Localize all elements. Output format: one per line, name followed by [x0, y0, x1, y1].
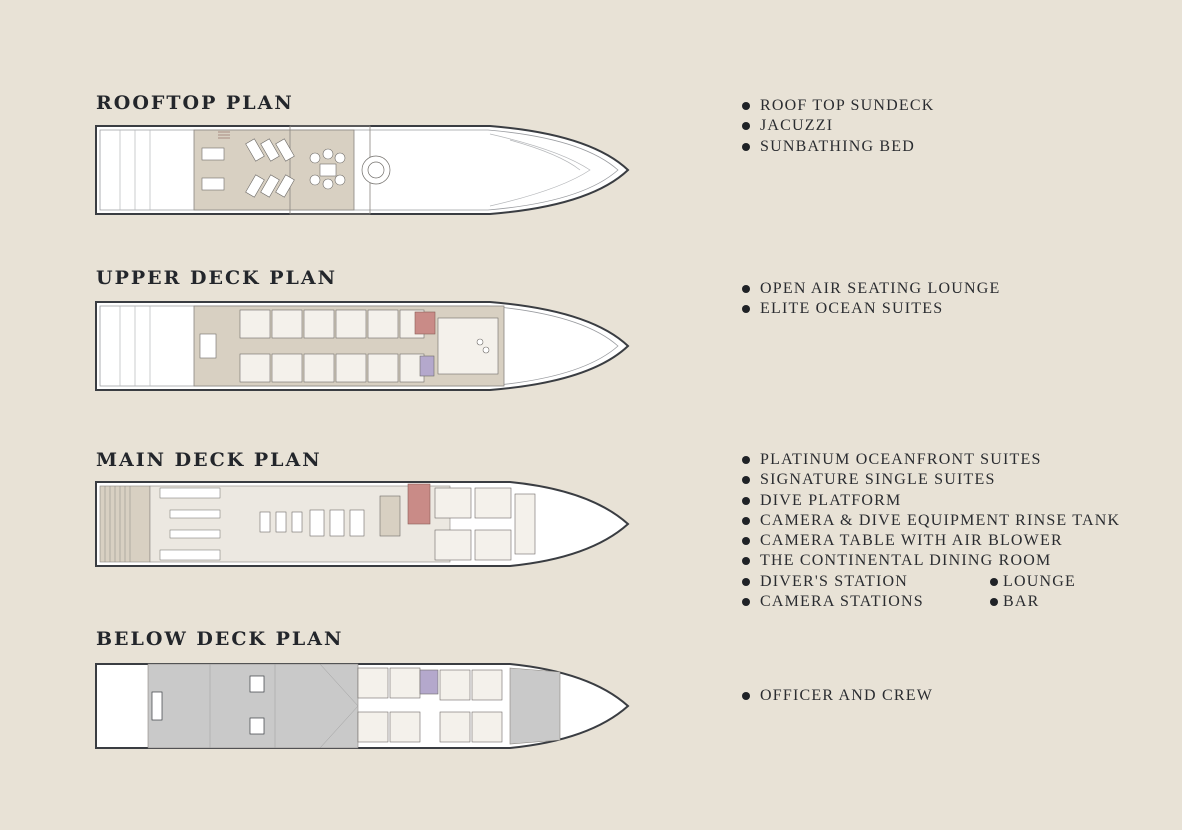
engines — [151, 675, 265, 735]
bullet-icon — [742, 516, 750, 525]
service-room — [419, 355, 435, 377]
stairs — [218, 131, 230, 139]
feature-item: ROOF TOP SUNDECK — [742, 96, 935, 116]
feature-item: CAMERA & DIVE EQUIPMENT RINSE TANK — [742, 511, 1120, 531]
jacuzzi — [361, 155, 391, 185]
bridge-area — [437, 317, 499, 375]
dining-tables — [259, 509, 365, 537]
dive-platform-lines — [104, 486, 131, 562]
bullet-icon — [742, 305, 750, 314]
feature-item: PLATINUM OCEANFRONT SUITES — [742, 450, 1120, 470]
platinum-suites — [434, 487, 536, 561]
diver-stations — [159, 487, 221, 561]
hull-inner-line — [99, 129, 619, 211]
bullet-icon — [990, 598, 998, 607]
feature-item: SIGNATURE SINGLE SUITES — [742, 470, 1120, 490]
feature-item: ELITE OCEAN SUITES — [742, 299, 1000, 319]
feature-item: DIVER'S STATION — [742, 572, 1120, 592]
main-deck-plan-title: MAIN DECK PLAN — [96, 449, 322, 471]
upper-deck-plan-diagram — [95, 301, 630, 391]
bullet-icon — [742, 102, 750, 110]
upper-deck-plan-title: UPPER DECK PLAN — [96, 267, 337, 289]
bullet-icon — [742, 456, 750, 464]
upper-deck-features: OPEN AIR SEATING LOUNGE ELITE OCEAN SUIT… — [742, 279, 1000, 320]
feature-item: CAMERA STATIONS — [742, 592, 1120, 612]
feature-item: OPEN AIR SEATING LOUNGE — [742, 279, 1000, 299]
engine-room-lines — [209, 663, 359, 749]
suite-cabins — [239, 309, 425, 383]
bullet-icon — [742, 537, 750, 546]
feature-item: OFFICER AND CREW — [742, 686, 933, 706]
bullet-icon — [742, 476, 750, 485]
bar-counter — [379, 495, 401, 537]
bullet-icon — [742, 598, 750, 607]
hull-inner-line — [99, 305, 619, 387]
open-air-seating — [199, 333, 490, 359]
feature-item: DIVE PLATFORM — [742, 491, 1120, 511]
feature-item: JACUZZI — [742, 116, 935, 136]
below-deck-plan-title: BELOW DECK PLAN — [96, 628, 344, 650]
bullet-icon — [990, 578, 998, 586]
main-deck-features-col2: LOUNGE BAR — [990, 572, 1076, 613]
rooftop-plan-title: ROOFTOP PLAN — [96, 92, 294, 114]
crew-stair — [419, 669, 439, 695]
feature-item: THE CONTINENTAL DINING ROOM — [742, 551, 1120, 571]
stair-area — [414, 311, 436, 335]
main-deck-features: PLATINUM OCEANFRONT SUITES SIGNATURE SIN… — [742, 450, 1120, 612]
bullet-icon — [742, 496, 750, 505]
below-deck-features: OFFICER AND CREW — [742, 686, 933, 706]
bullet-icon — [742, 122, 750, 131]
feature-item: BAR — [990, 592, 1076, 612]
below-deck-plan-diagram — [95, 663, 630, 749]
bullet-icon — [742, 142, 750, 151]
forepeak — [509, 667, 561, 745]
lounge-seating — [309, 148, 346, 190]
sunbathing-beds — [201, 138, 295, 198]
bullet-icon — [742, 577, 750, 586]
bullet-icon — [742, 285, 750, 293]
main-deck-plan-diagram — [95, 481, 630, 567]
bow-lines — [489, 133, 591, 207]
rooftop-features: ROOF TOP SUNDECK JACUZZI SUNBATHING BED — [742, 96, 935, 157]
bullet-icon — [742, 557, 750, 566]
stern-lines — [119, 306, 151, 386]
feature-item: SUNBATHING BED — [742, 137, 935, 157]
crew-cabins — [357, 667, 503, 743]
rooftop-plan-diagram — [95, 125, 630, 215]
bullet-icon — [742, 692, 750, 700]
feature-item: CAMERA TABLE WITH AIR BLOWER — [742, 531, 1120, 551]
stair-area — [407, 483, 431, 525]
stern-lines — [119, 130, 151, 210]
feature-item: LOUNGE — [990, 572, 1076, 592]
